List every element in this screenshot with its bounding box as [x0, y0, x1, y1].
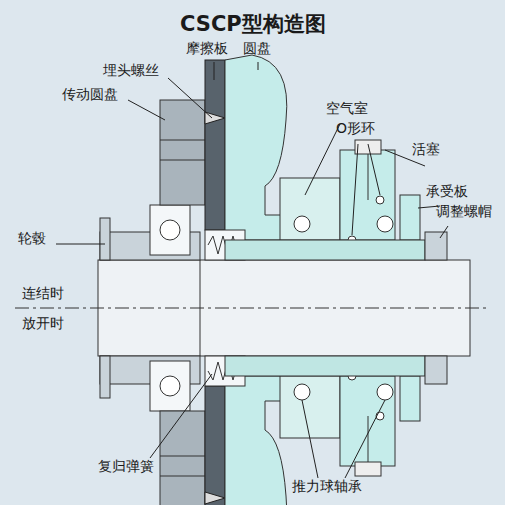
part-label: 调整螺帽 [436, 203, 492, 219]
part-label: 连结时 [22, 285, 64, 301]
part-label: 埋头螺丝 [103, 62, 159, 78]
part-label: 承受板 [426, 183, 468, 199]
part-label: 传动圆盘 [62, 86, 118, 102]
part-label: 活塞 [412, 141, 440, 157]
part-label: 推力球轴承 [292, 478, 362, 494]
part-label: 放开时 [22, 315, 64, 331]
part-label: 空气室 [326, 100, 368, 116]
part-label: 圆盘 [243, 40, 271, 56]
part-label: 复归弹簧 [98, 458, 154, 474]
part-label: 摩擦板 [186, 40, 228, 56]
part-label: 轮毂 [18, 230, 46, 246]
diagram-title: CSCP型构造图 [180, 12, 326, 36]
part-label: O形环 [336, 120, 375, 136]
